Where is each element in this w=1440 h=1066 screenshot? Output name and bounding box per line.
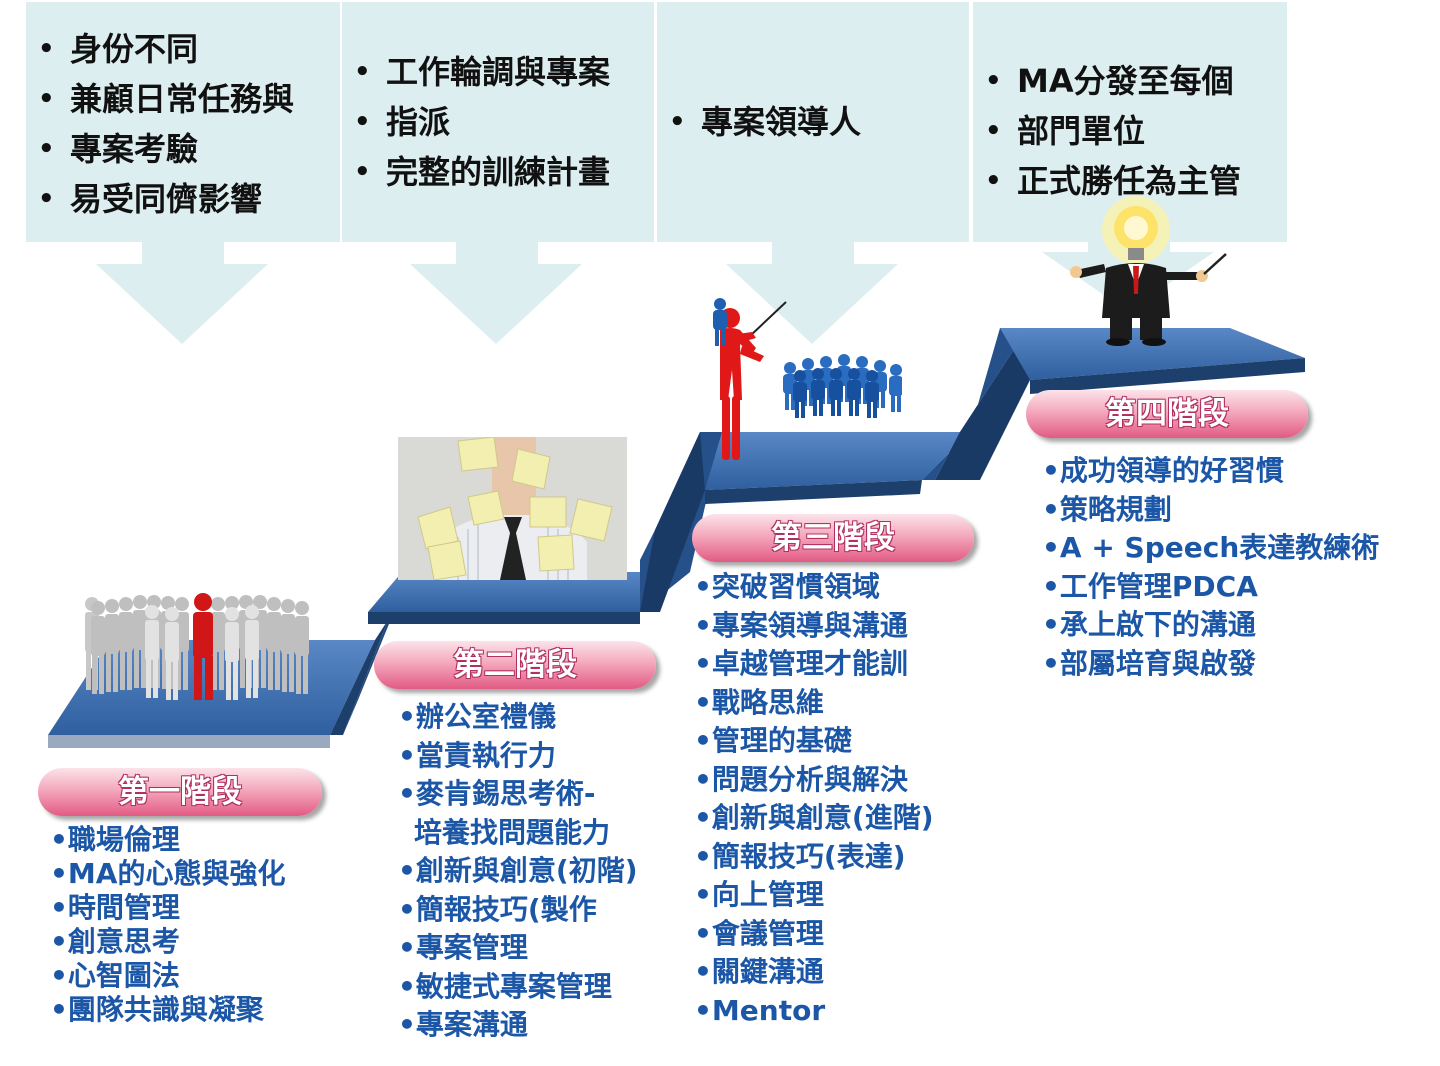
course-item: 心智圖法 — [50, 959, 285, 993]
course-item: 向上管理 — [694, 876, 934, 915]
callout-4-item: 部門單位 — [973, 106, 1287, 156]
course-item: 會議管理 — [694, 915, 934, 954]
course-item: 部屬培育與啟發 — [1042, 645, 1379, 684]
stage-3-label: 第三階段 — [692, 514, 974, 562]
stage-2-label: 第二階段 — [374, 641, 656, 689]
callout-4-item: MA分發至每個 — [973, 56, 1287, 106]
course-item: 團隊共識與凝聚 — [50, 993, 285, 1027]
course-item: 時間管理 — [50, 891, 285, 925]
crowd-with-red-leader-icon — [85, 593, 309, 700]
course-item: 戰略思維 — [694, 684, 934, 723]
callout-1-arrow-stem — [142, 242, 224, 264]
callout-2-item: 完整的訓練計畫 — [342, 147, 654, 197]
course-item: MA的心態與強化 — [50, 857, 286, 891]
course-item: Mentor — [694, 992, 934, 1031]
callout-1-item: 易受同儕影響 — [26, 174, 340, 224]
course-item: 專案領導與溝通 — [694, 607, 934, 646]
stage-3-courses: 突破習慣領域 專案領導與溝通 卓越管理才能訓 戰略思維 管理的基礎 問題分析與解… — [694, 568, 934, 1030]
course-item: 簡報技巧(表達) — [694, 838, 934, 877]
course-item: 承上啟下的溝通 — [1042, 606, 1379, 645]
course-item: 簡報技巧(製作 — [398, 891, 638, 930]
callout-3-item: 專案領導人 — [657, 97, 969, 147]
stage-1-label: 第一階段 — [38, 768, 322, 816]
course-item: 敏捷式專案管理 — [398, 968, 638, 1007]
callout-stage-2: 工作輪調與專案 指派 完整的訓練計畫 — [342, 2, 654, 242]
course-item: 創意思考 — [50, 925, 285, 959]
callout-1-item: 身份不同 — [26, 24, 340, 74]
course-item: 創新與創意(初階) — [398, 852, 638, 891]
course-item: 辦公室禮儀 — [398, 698, 638, 737]
course-item: 培養找問題能力 — [414, 815, 611, 849]
course-item: 麥肯錫思考術- — [398, 775, 638, 814]
course-item: A + Speech表達教練術 — [1042, 529, 1379, 568]
course-item: 問題分析與解決 — [694, 761, 934, 800]
course-item: 當責執行力 — [398, 737, 638, 776]
callout-2-arrow-head — [410, 264, 582, 344]
callout-3-arrow-stem — [772, 242, 854, 264]
lightbulb-head-leader-icon — [1070, 196, 1227, 346]
course-item: 成功領導的好習慣 — [1042, 452, 1379, 491]
course-item: 關鍵溝通 — [694, 953, 934, 992]
callout-1-item: 專案考驗 — [26, 124, 340, 174]
course-item: 管理的基礎 — [694, 722, 934, 761]
course-item: 策略規劃 — [1042, 491, 1379, 530]
stage-4-label: 第四階段 — [1026, 390, 1308, 438]
course-item: 專案溝通 — [398, 1006, 638, 1045]
callout-stage-1: 身份不同 兼顧日常任務與 專案考驗 易受同儕影響 — [26, 2, 340, 242]
callout-1-item: 兼顧日常任務與 — [26, 74, 340, 124]
stage-1-courses: 職場倫理 MA的心態與強化 時間管理 創意思考 心智圖法 團隊共識與凝聚 — [50, 823, 286, 1027]
callout-2-item: 工作輪調與專案 — [342, 47, 654, 97]
callout-2-arrow-stem — [456, 242, 538, 264]
course-item: 專案管理 — [398, 929, 638, 968]
stage-4-courses: 成功領導的好習慣 策略規劃 A + Speech表達教練術 工作管理PDCA 承… — [1042, 452, 1379, 683]
stage-2-courses: 辦公室禮儀 當責執行力 麥肯錫思考術- 培養找問題能力 創新與創意(初階) 簡報… — [398, 698, 638, 1045]
course-item: 工作管理PDCA — [1042, 568, 1379, 607]
course-item: 卓越管理才能訓 — [694, 645, 934, 684]
callout-2-item: 指派 — [342, 97, 654, 147]
course-item: 突破習慣領域 — [694, 568, 934, 607]
course-item: 創新與創意(進階) — [694, 799, 934, 838]
callout-4-item: 正式勝任為主管 — [973, 156, 1287, 206]
callout-stage-3: 專案領導人 — [657, 2, 969, 242]
sticky-notes-man-photo — [398, 437, 627, 580]
presenter-with-team-icon — [713, 298, 902, 460]
callout-1-arrow-head — [96, 264, 268, 344]
course-item: 職場倫理 — [50, 823, 285, 857]
